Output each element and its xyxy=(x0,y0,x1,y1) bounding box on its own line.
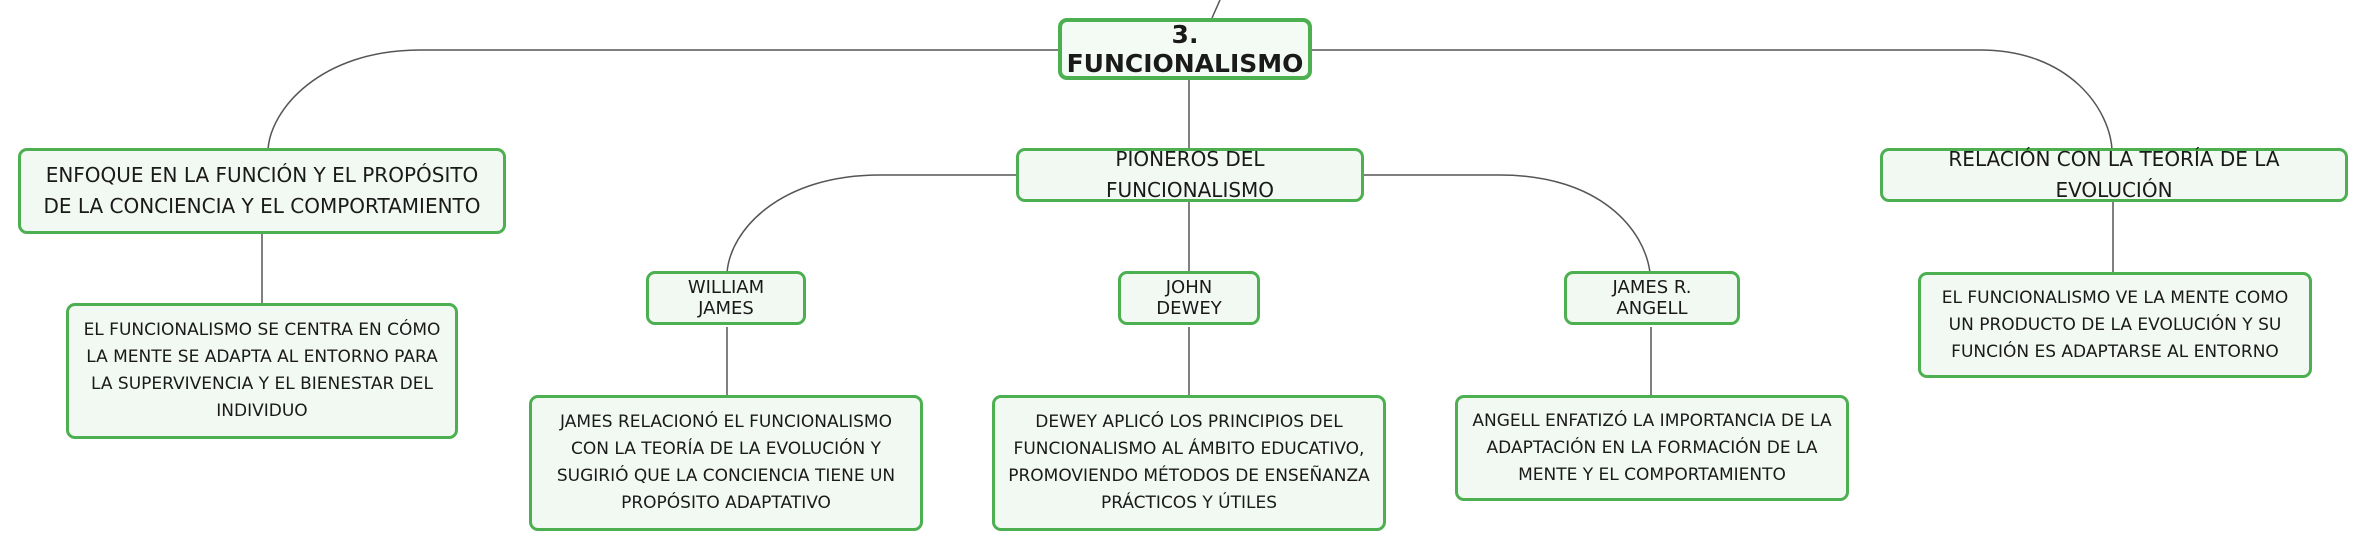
detail-node-text: ANGELL ENFATIZÓ LA IMPORTANCIA DE LA ADA… xyxy=(1472,410,1832,485)
connector-pioneros-to-angell xyxy=(1362,174,1651,274)
connector-root-to-relacion xyxy=(1310,49,2113,151)
detail-node-william-james[interactable]: JAMES RELACIONÓ EL FUNCIONALISMO CON LA … xyxy=(529,395,923,531)
pioneer-node-label: WILLIAM JAMES xyxy=(687,277,765,319)
detail-node-relacion[interactable]: EL FUNCIONALISMO VE LA MENTE COMO UN PRO… xyxy=(1918,272,2312,378)
connector-pioneros-to-james xyxy=(726,174,1018,274)
branch-node-pioneros[interactable]: PIONEROS DEL FUNCIONALISMO xyxy=(1016,147,1364,202)
pioneer-node-john-dewey[interactable]: JOHN DEWEY xyxy=(1118,271,1260,325)
detail-node-text: EL FUNCIONALISMO SE CENTRA EN CÓMO LA ME… xyxy=(83,320,441,421)
detail-node-enfoque[interactable]: EL FUNCIONALISMO SE CENTRA EN CÓMO LA ME… xyxy=(66,303,458,439)
pioneer-node-label: JOHN DEWEY xyxy=(1156,277,1222,319)
branch-node-label: RELACIÓN CON LA TEORÍA DE LA EVOLUCIÓN xyxy=(1948,147,2280,202)
branch-node-label: ENFOQUE EN LA FUNCIÓN Y EL PROPÓSITO DE … xyxy=(43,163,481,218)
connector-root-parent xyxy=(1211,0,1221,19)
root-node-label: 3. FUNCIONALISMO xyxy=(1066,20,1304,78)
pioneer-node-william-james[interactable]: WILLIAM JAMES xyxy=(646,271,806,325)
branch-node-enfoque[interactable]: ENFOQUE EN LA FUNCIÓN Y EL PROPÓSITO DE … xyxy=(18,148,506,234)
pioneer-node-label: JAMES R. ANGELL xyxy=(1612,277,1692,319)
branch-node-relacion[interactable]: RELACIÓN CON LA TEORÍA DE LA EVOLUCIÓN xyxy=(1880,147,2348,202)
branch-node-label: PIONEROS DEL FUNCIONALISMO xyxy=(1105,147,1275,202)
detail-node-text: JAMES RELACIONÓ EL FUNCIONALISMO CON LA … xyxy=(556,412,896,513)
root-node[interactable]: 3. FUNCIONALISMO xyxy=(1058,18,1312,80)
detail-node-james-angell[interactable]: ANGELL ENFATIZÓ LA IMPORTANCIA DE LA ADA… xyxy=(1455,395,1849,501)
detail-node-john-dewey[interactable]: DEWEY APLICÓ LOS PRINCIPIOS DEL FUNCIONA… xyxy=(992,395,1386,531)
connector-root-to-enfoque xyxy=(267,49,1060,151)
pioneer-node-james-angell[interactable]: JAMES R. ANGELL xyxy=(1564,271,1740,325)
detail-node-text: EL FUNCIONALISMO VE LA MENTE COMO UN PRO… xyxy=(1941,287,2289,362)
detail-node-text: DEWEY APLICÓ LOS PRINCIPIOS DEL FUNCIONA… xyxy=(1008,412,1370,513)
